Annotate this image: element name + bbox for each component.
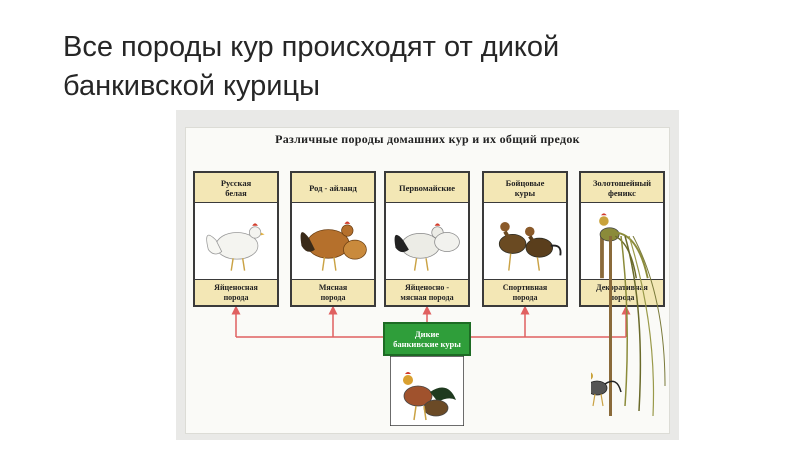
chicken-illustration [484, 204, 566, 280]
breeds-diagram-figure: Различные породы домашних кур и их общий… [176, 110, 679, 440]
diagram-panel: Различные породы домашних кур и их общий… [185, 127, 670, 434]
phoenix-tail-illustration [591, 236, 671, 426]
slide-title-line-2: банкивской курицы [63, 70, 320, 102]
chicken-illustration [386, 204, 468, 280]
wild-junglefowl-illustration [390, 356, 464, 426]
breed-use: Яйценосно -мясная порода [386, 279, 468, 305]
ancestor-label-line-2: банкивские куры [393, 339, 461, 349]
breed-name: Первомайские [386, 173, 468, 203]
chicken-illustration [292, 204, 374, 280]
breed-card-pervomayskie: Первомайские Яйценосно -мясная порода [384, 171, 470, 307]
ancestor-box: Дикие банкивские куры [383, 322, 471, 356]
ancestor-label-line-1: Дикие [415, 329, 439, 339]
breed-name: Род - айланд [292, 173, 374, 203]
slide-title-line-1: Все породы кур происходят от дикой [63, 31, 559, 63]
chicken-illustration [195, 204, 277, 280]
slide-title: Все породы кур происходят от дикой банки… [63, 28, 763, 106]
